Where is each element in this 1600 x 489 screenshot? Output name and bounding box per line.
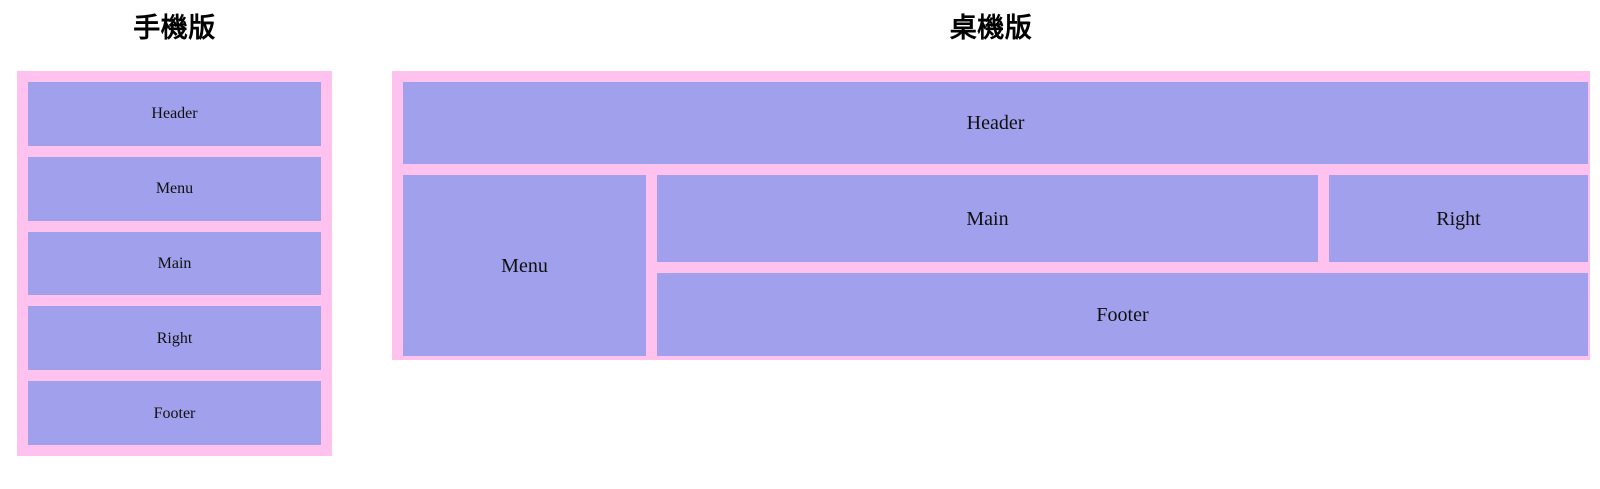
mobile-section-title: 手機版 [133,13,216,43]
desktop-block-header: Header [403,82,1588,164]
mobile-block-header: Header [28,82,321,146]
desktop-layout-wrapper: Header Menu Main Right Footer [392,71,1590,360]
desktop-block-menu: Menu [403,175,646,356]
desktop-block-main: Main [657,175,1318,262]
mobile-block-menu: Menu [28,156,321,221]
mobile-block-main: Main [28,231,321,296]
desktop-section-title: 桌機版 [949,13,1033,43]
mobile-block-footer: Footer [28,381,321,445]
mobile-layout-wrapper: Header Menu Main Right Footer [17,71,332,456]
desktop-block-footer: Footer [657,273,1588,356]
desktop-block-right: Right [1329,175,1588,262]
mobile-block-right: Right [28,306,321,371]
